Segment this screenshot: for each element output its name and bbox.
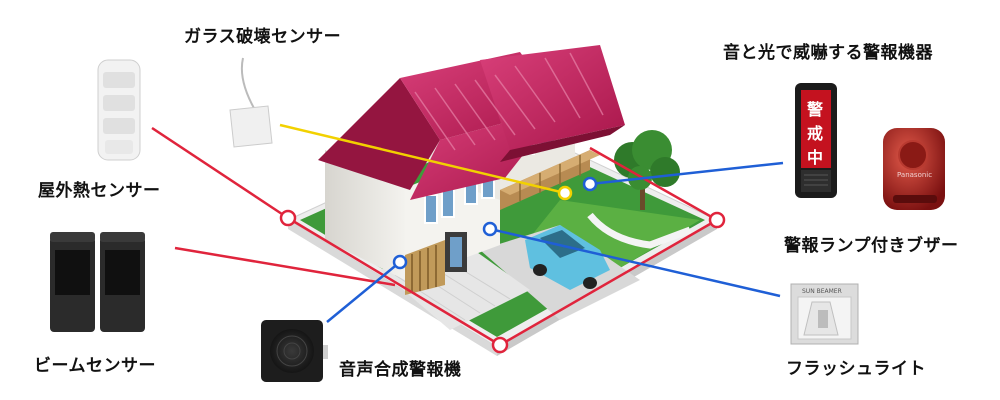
label-glass-break-sensor: ガラス破壊センサー xyxy=(184,27,342,47)
flash-light-device xyxy=(790,283,859,345)
buzzer-brand-text: Panasonic xyxy=(897,171,933,179)
label-alarm-lamp-buzzer: 警報ランプ付きブザー xyxy=(784,236,959,256)
label-beam-sensor: ビームセンサー xyxy=(34,356,156,376)
glass-sensor-line xyxy=(279,123,566,195)
device-lines xyxy=(326,161,784,323)
label-outdoor-heat-sensor: 屋外熱センサー xyxy=(38,181,161,201)
label-sound-light-alarm: 音と光で威嚇する警報機器 xyxy=(723,43,933,63)
device-markers xyxy=(392,176,598,270)
label-voice-synth-alarm: 音声合成警報機 xyxy=(339,360,462,380)
perimeter-markers xyxy=(279,209,726,354)
keikai-sign-char-1: 警 xyxy=(807,100,824,119)
house-illustration xyxy=(286,45,719,356)
perimeter-lines xyxy=(151,126,720,347)
label-flash-light: フラッシュライト xyxy=(786,359,926,379)
beam-sensor-device xyxy=(50,232,145,332)
keikai-sign-char-3: 中 xyxy=(807,148,824,167)
glass-break-sensor-device xyxy=(229,57,273,148)
keikai-sign-char-2: 戒 xyxy=(807,124,824,143)
outdoor-heat-sensor-device xyxy=(97,59,141,161)
alarm-lamp-buzzer-device xyxy=(883,128,945,210)
sound-light-alarm-device xyxy=(795,83,837,198)
voice-alarm-device xyxy=(261,320,328,382)
glass-sensor-marker xyxy=(557,185,573,201)
flash-brand-text: SUN BEAMER xyxy=(802,288,842,295)
